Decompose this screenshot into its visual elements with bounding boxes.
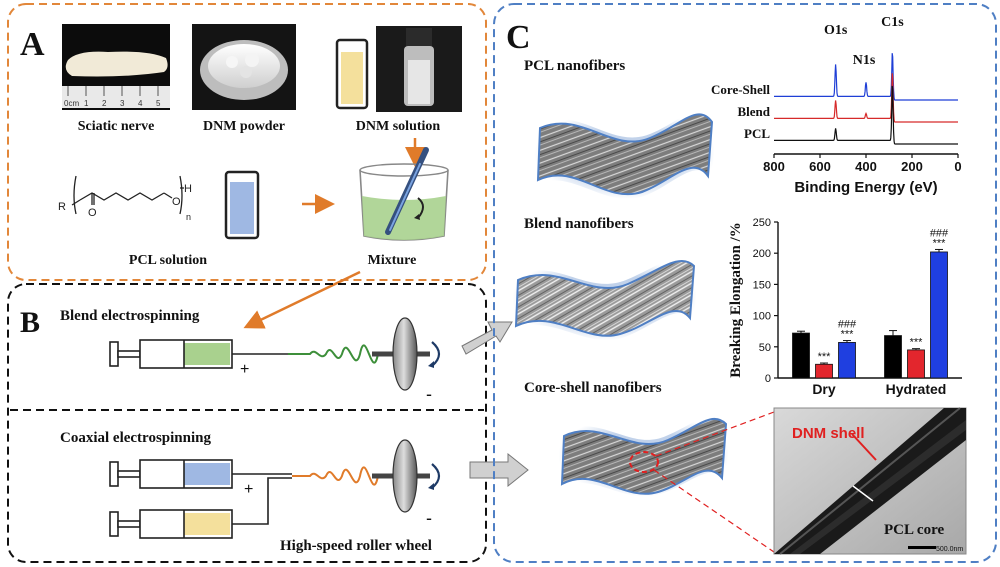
- pcl-solution-vial: [224, 170, 260, 240]
- label-pcl-nanofibers: PCL nanofibers: [524, 58, 625, 74]
- xps-x-tick-label: 600: [809, 159, 831, 174]
- ruler-tick-0: 0cm: [64, 99, 79, 108]
- xps-x-tick-label: 0: [954, 159, 961, 174]
- tem-shell-label: DNM shell: [792, 425, 865, 442]
- xps-series-label: Blend: [737, 104, 770, 119]
- xps-peak-label: C1s: [881, 15, 904, 30]
- bar-significance: ***: [933, 237, 947, 249]
- bar-dry-core-shell: [838, 342, 856, 379]
- formula-n: n: [186, 212, 191, 222]
- ruler-tick-5: 5: [156, 99, 161, 108]
- arrow-coaxial-to-c: [469, 452, 529, 488]
- bar-dry-pcl: [792, 332, 810, 379]
- dnm-powder-photo: [192, 24, 296, 110]
- label-mixture: Mixture: [368, 253, 417, 268]
- bar-dry-blend: [815, 363, 833, 379]
- bar-y-tick-label: 50: [759, 342, 771, 354]
- label-dnm-powder: DNM powder: [203, 119, 285, 134]
- bar-significance: ***: [841, 329, 855, 341]
- bar-hydrated-core-shell: [930, 251, 948, 379]
- formula-o-ester: O: [172, 196, 181, 208]
- tem-micrograph: [773, 407, 967, 555]
- xps-peak-label: O1s: [824, 23, 848, 38]
- blend-minus-sign: -: [426, 384, 432, 404]
- ruler-tick-4: 4: [138, 99, 143, 108]
- label-core-shell-nanofibers: Core-shell nanofibers: [524, 380, 662, 396]
- label-coaxial-electrospinning: Coaxial electrospinning: [60, 430, 211, 446]
- xps-x-tick-label: 400: [855, 159, 877, 174]
- coaxial-plus-sign: +: [244, 481, 253, 498]
- blend-roller-wheel: [372, 317, 441, 391]
- xps-series-line: [774, 85, 958, 145]
- bar-category-label: Hydrated: [886, 381, 947, 397]
- panel-c-letter: C: [506, 19, 531, 56]
- label-roller-wheel: High-speed roller wheel: [280, 538, 432, 554]
- xps-series-line: [774, 53, 958, 101]
- ruler-tick-2: 2: [102, 99, 107, 108]
- tem-scale-label: 500.0nm: [936, 546, 963, 553]
- blend-fiber-jet: [288, 344, 379, 364]
- bar-category-label: Dry: [812, 381, 836, 397]
- pcl-structural-formula: [71, 175, 184, 215]
- coaxial-syringe-bottom: [109, 477, 292, 539]
- coaxial-roller-wheel: [372, 439, 441, 513]
- bar-y-tick-label: 0: [765, 373, 771, 385]
- blend-plus-sign: +: [240, 361, 249, 378]
- bar-y-tick-label: 150: [753, 279, 771, 291]
- tem-core-label: PCL core: [884, 522, 944, 538]
- coaxial-syringe-top: [109, 459, 292, 489]
- formula-o-carbonyl: O: [88, 207, 97, 219]
- mixture-beaker: [359, 147, 449, 241]
- panel-c-frame: [493, 3, 997, 563]
- bar-y-tick-label: 250: [753, 217, 771, 229]
- formula-r: R: [58, 201, 66, 213]
- xps-x-axis-label: Binding Energy (eV): [794, 179, 937, 196]
- blend-syringe: [109, 339, 288, 369]
- bar-y-axis-label: Breaking Elongation /%: [728, 222, 744, 378]
- bar-significance-hash: ###: [930, 227, 949, 239]
- bar-significance: ***: [818, 351, 832, 363]
- label-blend-electrospinning: Blend electrospinning: [60, 308, 200, 324]
- label-pcl-solution: PCL solution: [129, 253, 207, 268]
- formula-h: H: [184, 183, 192, 195]
- sciatic-nerve-photo: 0cm 1 2 3 4 5: [62, 24, 170, 110]
- bar-y-tick-label: 100: [753, 311, 771, 323]
- ruler-tick-3: 3: [120, 99, 125, 108]
- panel-b-letter: B: [20, 306, 40, 339]
- xps-peak-label: N1s: [853, 53, 876, 68]
- zoom-line-top: [655, 411, 775, 457]
- xps-series-label: PCL: [744, 126, 770, 141]
- dnm-solution-vial: [335, 38, 369, 110]
- arrow-mixture-to-blend: [243, 270, 361, 329]
- arrow-blend-to-c: [461, 321, 513, 355]
- panel-a-frame: [7, 3, 487, 281]
- label-sciatic-nerve: Sciatic nerve: [78, 119, 155, 134]
- panel-a-letter: A: [20, 26, 45, 63]
- bar-hydrated-blend: [907, 349, 925, 379]
- breaking-elongation-chart: 0 50 100 150 200 250 Breaking Elongation /% Dry…: [728, 217, 962, 397]
- xps-series-label: Core-Shell: [711, 82, 770, 97]
- bar-y-tick-label: 200: [753, 248, 771, 260]
- coaxial-fiber-jet: [292, 466, 379, 486]
- bar-hydrated-pcl: [884, 335, 902, 379]
- coaxial-minus-sign: -: [426, 508, 432, 528]
- blend-nanofiber-sheet: [512, 256, 698, 341]
- pcl-nanofiber-sheet: [534, 109, 716, 199]
- core-shell-nanofiber-sheet: [558, 414, 730, 497]
- xps-x-tick-label: 800: [763, 159, 785, 174]
- label-dnm-solution: DNM solution: [356, 119, 441, 134]
- label-blend-nanofibers: Blend nanofibers: [524, 216, 634, 232]
- bar-significance: ***: [910, 337, 924, 349]
- zoom-line-bottom: [653, 469, 775, 553]
- bar-significance-hash: ###: [838, 319, 857, 331]
- ruler-tick-1: 1: [84, 99, 89, 108]
- xps-series-line: [774, 73, 958, 123]
- panel-b-frame: [7, 283, 487, 563]
- dnm-solution-photo: [376, 26, 462, 112]
- xps-x-tick-label: 200: [901, 159, 923, 174]
